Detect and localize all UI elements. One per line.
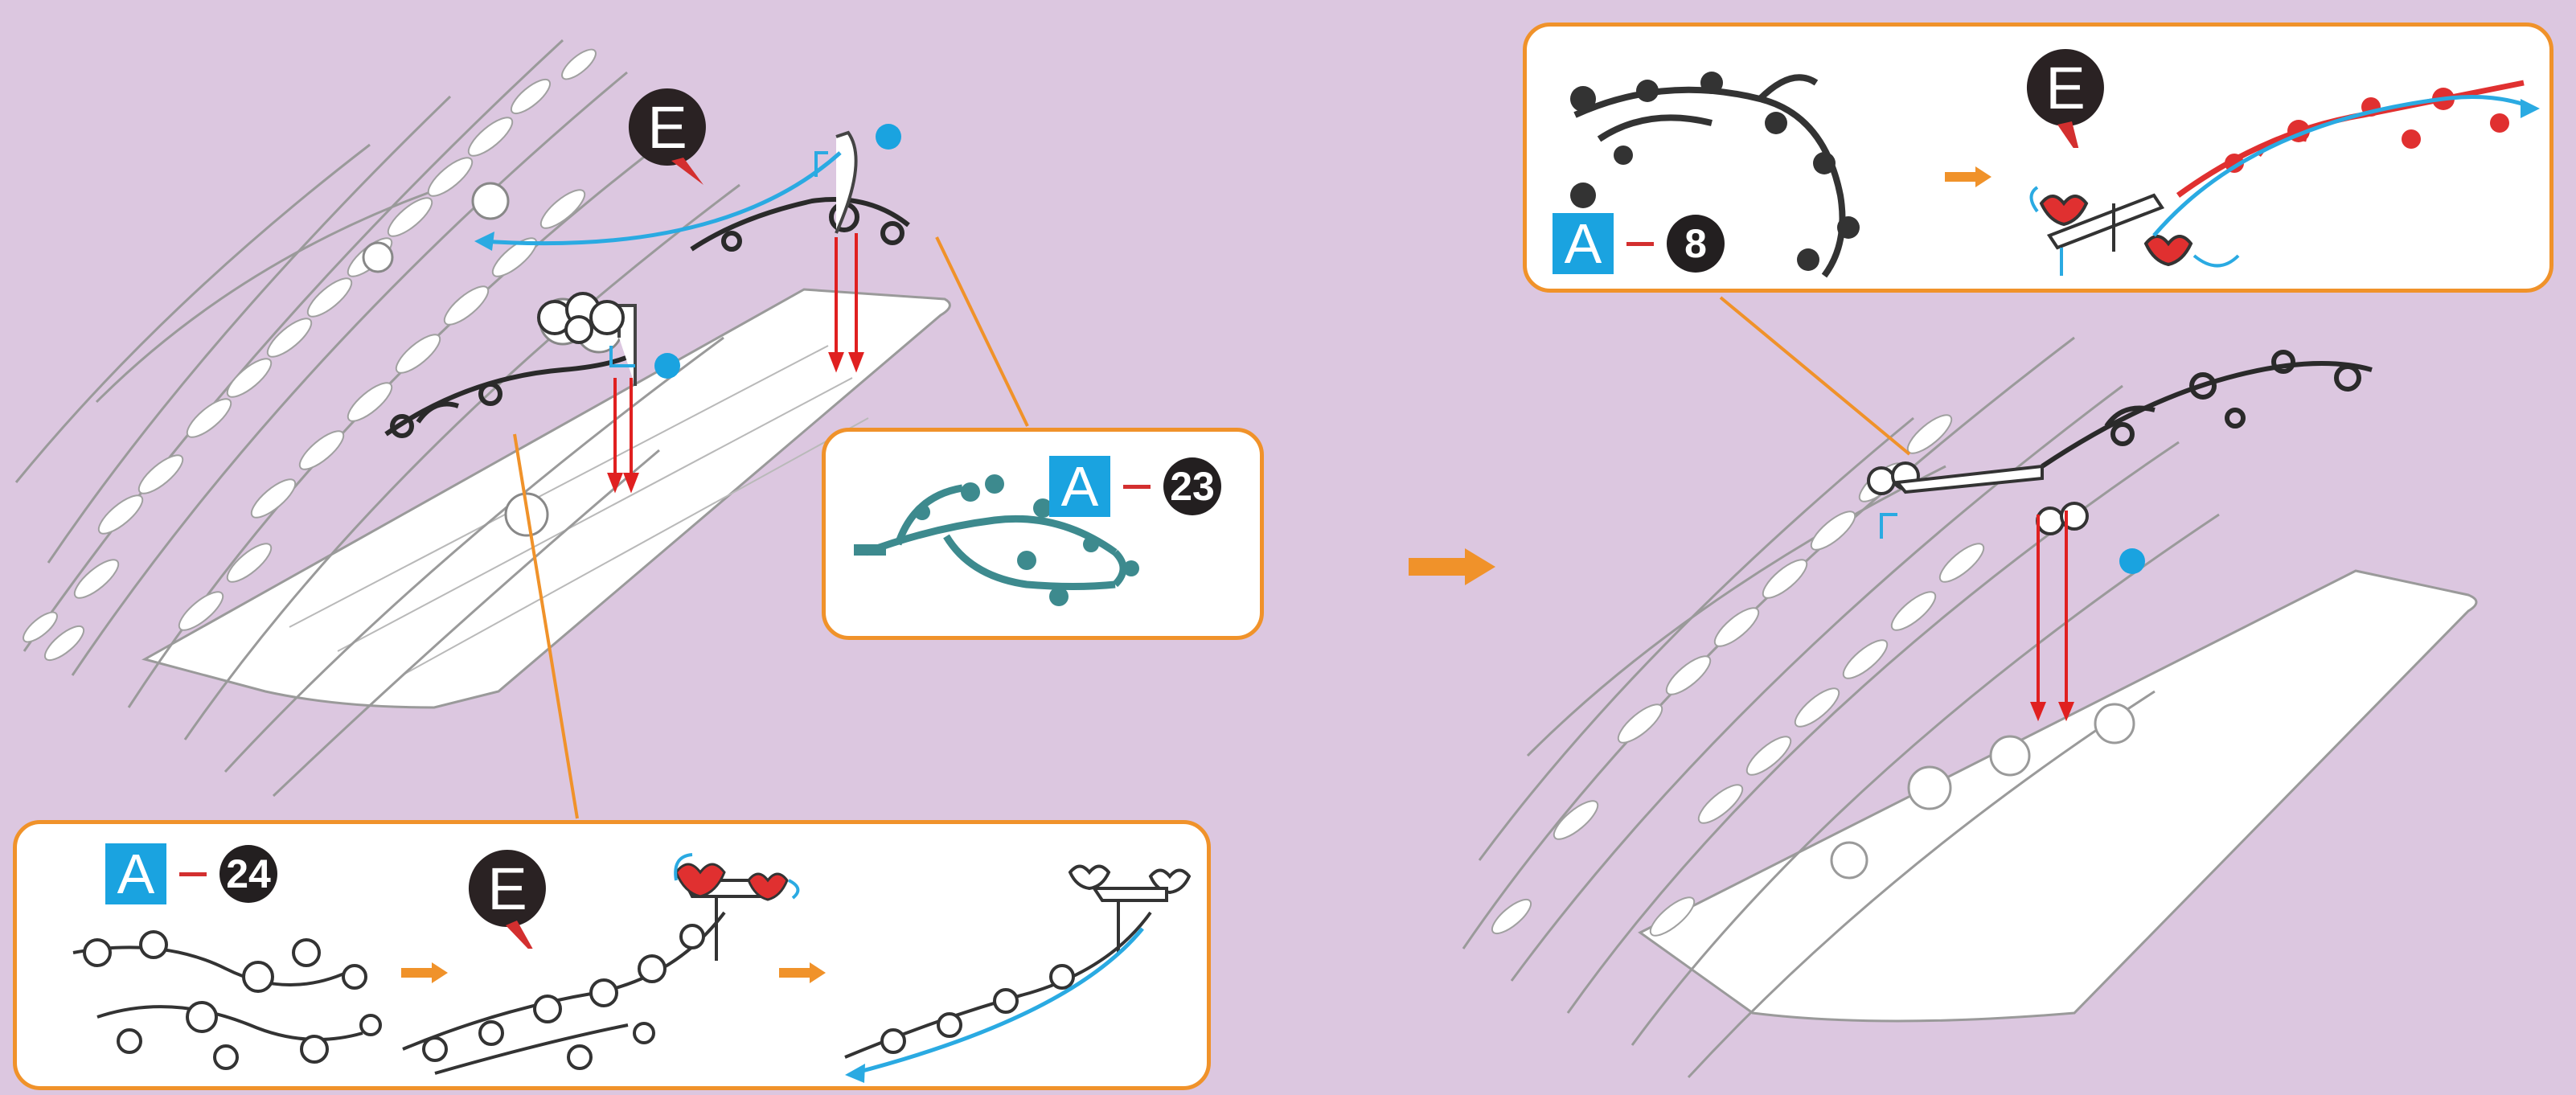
- part-e-label: E: [487, 855, 527, 922]
- right-base-sheet: [1638, 569, 2478, 1023]
- callout-a23: A 23: [822, 428, 1264, 640]
- label-dash: [179, 871, 207, 876]
- motion-arrow-icon: [788, 879, 800, 900]
- motion-arrow-left-2: [814, 151, 828, 177]
- motion-arrow-icon: [2029, 186, 2039, 213]
- leader-line-a23: [935, 236, 1029, 427]
- glue-dot-icon: [654, 353, 680, 379]
- part-e-label: E: [2045, 54, 2086, 121]
- motion-arrow-icon: [674, 853, 693, 881]
- motion-arrow-head: [2521, 99, 2540, 118]
- part-e-badge: E: [627, 87, 708, 187]
- part-a23-vine: [854, 474, 1139, 606]
- part-e-badge: E: [2025, 47, 2106, 148]
- motion-arrow-left-1: [482, 151, 842, 246]
- insert-arrows-right: [2030, 511, 2074, 722]
- part-e-badge: E: [467, 848, 548, 949]
- motion-arrow-left-3: [609, 346, 635, 367]
- motion-arrow-head: [845, 1064, 865, 1083]
- part-number: 23: [1163, 457, 1221, 515]
- leader-line-a24: [513, 433, 579, 819]
- part-label-a23: A 23: [1049, 456, 1221, 517]
- motion-arrow-icon: [2152, 95, 2533, 237]
- insert-arrows-left: [607, 233, 864, 494]
- step-arrow-icon: [1945, 166, 1991, 187]
- right-vine-parts: [2041, 350, 2373, 469]
- left-assembly: [14, 39, 1029, 819]
- motion-arrow-icon: [1880, 513, 1897, 539]
- label-dash: [1626, 241, 1654, 246]
- leader-line-a8: [1719, 296, 1911, 456]
- step3-vine-assembly: [844, 864, 1192, 1083]
- step-a8-assembly: [2029, 80, 2540, 276]
- step2-vine-assembly: [402, 853, 800, 1075]
- part-a24-vine: [72, 930, 382, 1070]
- part-group-letter: A: [1049, 456, 1110, 517]
- motion-arrow-head: [474, 232, 494, 251]
- step-arrow-icon: [779, 962, 826, 983]
- callout-a8: A 8 E: [1523, 23, 2553, 293]
- part-group-letter: A: [1553, 213, 1614, 274]
- left-flower-cluster: [537, 292, 625, 344]
- left-fern-fronds: [14, 39, 951, 798]
- part-label-a24: A 24: [105, 843, 277, 904]
- motion-arrow-icon: [852, 927, 1144, 1076]
- right-assembly: [1462, 296, 2478, 1079]
- part-e-label: E: [647, 93, 687, 161]
- glue-dot-icon: [2119, 548, 2145, 574]
- callout-a24: A 24: [13, 820, 1211, 1090]
- part-label-a8: A 8: [1553, 213, 1725, 274]
- part-number: 24: [219, 845, 277, 903]
- part-group-letter: A: [105, 843, 166, 904]
- left-base-sheet: [142, 288, 951, 709]
- motion-arrow-icon: [2192, 254, 2240, 268]
- label-dash: [1123, 484, 1151, 489]
- left-stand-piece-2: [835, 130, 858, 234]
- glue-dot-icon: [876, 124, 901, 150]
- step-arrow-icon: [1409, 548, 1495, 585]
- part-number: 8: [1667, 215, 1725, 273]
- part-a8-vine: [1570, 72, 1860, 278]
- step-arrow-icon: [401, 962, 448, 983]
